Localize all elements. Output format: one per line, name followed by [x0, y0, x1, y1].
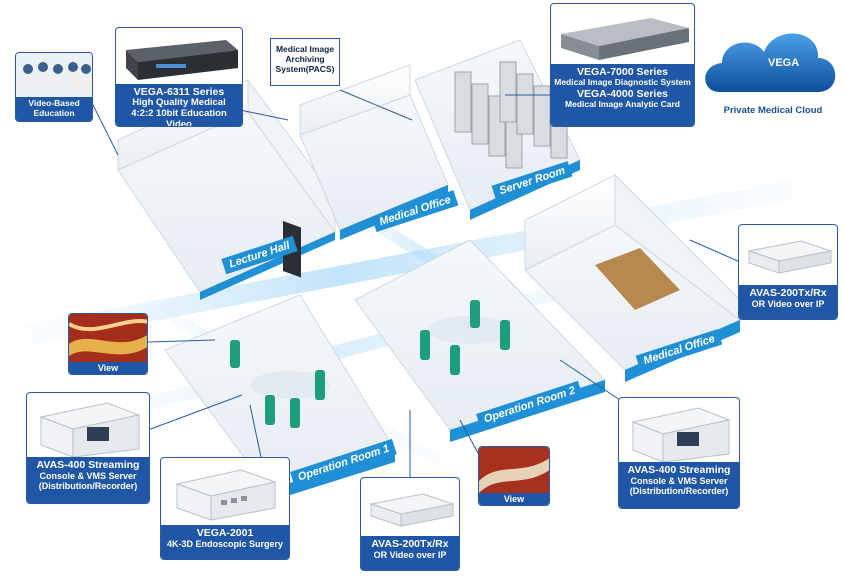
education-line1: Video-Based — [28, 98, 80, 109]
students-icon — [16, 53, 92, 98]
callout-lines — [87, 89, 741, 478]
vega6311-line1: VEGA-6311 Series — [133, 86, 225, 98]
pacs-line1: Medical Image — [275, 44, 335, 54]
operation-room-1 — [164, 294, 396, 502]
streaming-console-icon — [631, 407, 731, 463]
vega2001-line1: VEGA-2001 — [196, 527, 254, 539]
avas400-left-line3: (Distribution/Recorder) — [38, 481, 138, 492]
avas200-right-card: AVAS-200Tx/Rx OR Video over IP — [738, 224, 838, 320]
medical-office-right-room — [524, 173, 741, 382]
ip-transceiver-icon — [369, 493, 455, 527]
vega6311-card: VEGA-6311 Series High Quality Medical 4:… — [115, 27, 243, 127]
avas400-left-card: AVAS-400 Streaming Console & VMS Server … — [26, 392, 150, 504]
pacs-line3: System(PACS) — [275, 64, 335, 75]
avas400-left-line2: Console & VMS Server — [39, 471, 137, 482]
cloud-logo-text: VEGA — [768, 57, 799, 69]
education-line2: Education — [33, 108, 75, 119]
avas200-bottom-line2: OR Video over IP — [373, 550, 447, 561]
vessel-view-image — [479, 447, 549, 495]
avas200-bottom-card: AVAS-200Tx/Rx OR Video over IP — [360, 477, 460, 571]
avas200-right-line2: OR Video over IP — [751, 299, 825, 310]
pacs-label: Medical Image Archiving System(PACS) — [270, 38, 340, 86]
medical-office-top-room — [299, 64, 449, 240]
streaming-console-icon — [39, 402, 141, 458]
video-education-card: Video-Based Education — [15, 52, 93, 122]
avas400-right-line2: Console & VMS Server — [630, 476, 728, 487]
endoscope-view-image — [69, 314, 147, 364]
vega7000-line1: VEGA-7000 Series — [576, 66, 669, 78]
avas400-right-line1: AVAS-400 Streaming — [627, 464, 731, 476]
view-left-card: View — [68, 313, 148, 375]
vega2001-card: VEGA-2001 4K-3D Endoscopic Surgery — [160, 457, 290, 560]
server-device-icon — [561, 18, 689, 60]
vega2001-line2: 4K-3D Endoscopic Surgery — [166, 539, 284, 550]
avas200-right-line1: AVAS-200Tx/Rx — [749, 287, 827, 299]
pacs-line2: Archiving — [285, 54, 325, 65]
view-left-label: View — [69, 362, 147, 374]
vega7000-line3: VEGA-4000 Series — [576, 87, 669, 100]
view-bottom-card: View — [478, 446, 550, 506]
ip-transceiver-icon — [747, 240, 833, 274]
encoder-device-icon — [126, 40, 238, 80]
avas400-right-line3: (Distribution/Recorder) — [629, 486, 729, 497]
avas400-right-card: AVAS-400 Streaming Console & VMS Server … — [618, 397, 740, 509]
avas400-left-line1: AVAS-400 Streaming — [36, 459, 140, 471]
private-cloud-graphic: VEGA — [705, 33, 836, 92]
vega6311-line3: 4:2:2 10bit Education Video — [131, 107, 227, 127]
avas200-bottom-line1: AVAS-200Tx/Rx — [371, 538, 449, 550]
endoscopic-device-icon — [175, 469, 277, 521]
vega7000-line4: Medical Image Analytic Card — [565, 98, 680, 109]
view-bottom-label: View — [479, 493, 549, 505]
cloud-label: Private Medical Cloud — [723, 105, 823, 116]
vega7000-line2: Medical Image Diagnostic System — [554, 77, 691, 88]
vega7000-card: VEGA-7000 Series Medical Image Diagnosti… — [550, 3, 695, 127]
vega6311-line2: High Quality Medical — [132, 97, 226, 109]
